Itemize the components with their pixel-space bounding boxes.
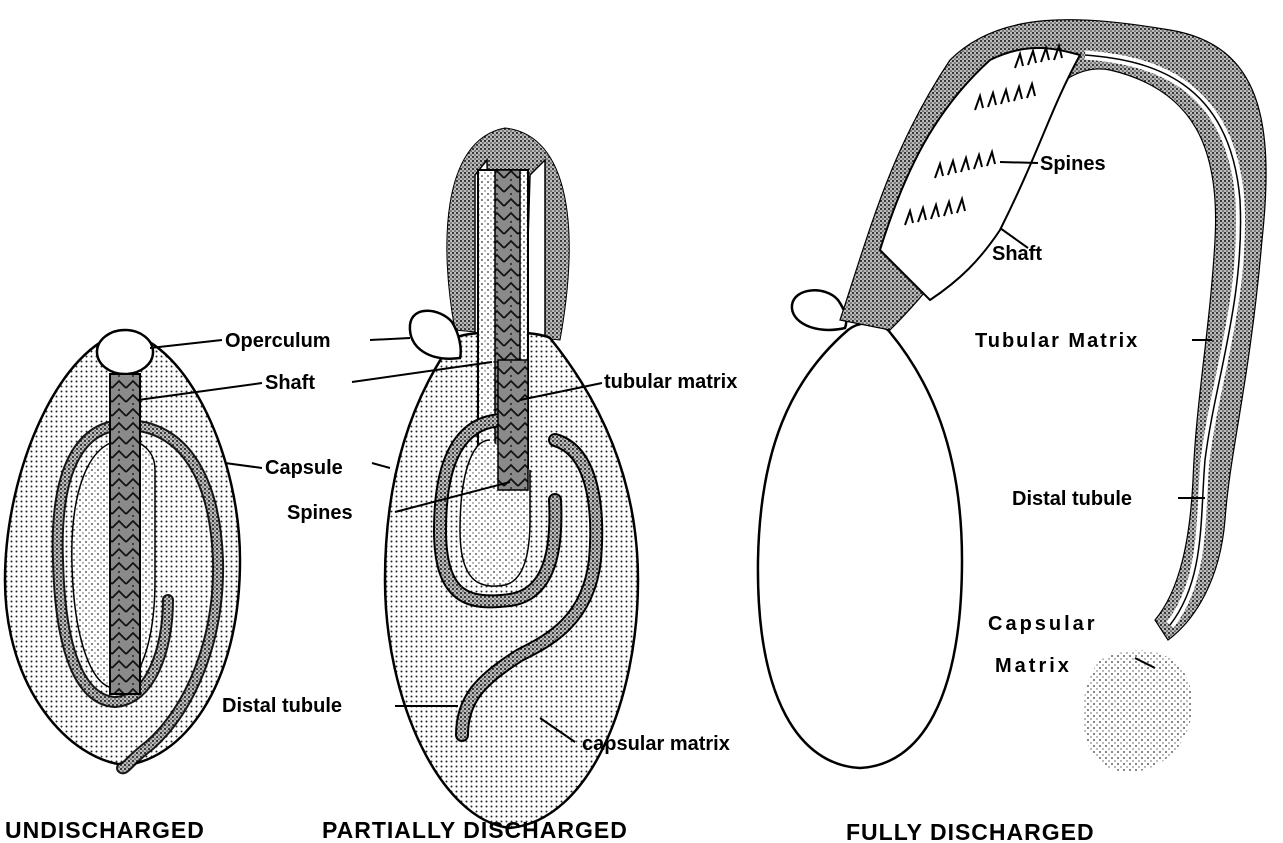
label-distal-tubule: Distal tubule bbox=[222, 695, 342, 717]
undischarged-capsule bbox=[5, 330, 240, 768]
label-tubular-matrix: tubular matrix bbox=[604, 371, 737, 393]
label-shaft: Shaft bbox=[265, 372, 315, 394]
caption-partially-discharged: PARTIALLY DISCHARGED bbox=[322, 817, 628, 843]
label-fully-distal-tubule: Distal tubule bbox=[1012, 488, 1132, 510]
partially-discharged-capsule bbox=[385, 128, 638, 828]
caption-undischarged: UNDISCHARGED bbox=[5, 817, 205, 843]
undischarged-shaft bbox=[110, 374, 140, 694]
label-capsule: Capsule bbox=[265, 457, 343, 479]
label-operculum: Operculum bbox=[225, 330, 331, 352]
label-fully-spines: Spines bbox=[1040, 153, 1106, 175]
label-fully-matrix: Matrix bbox=[995, 655, 1072, 677]
operculum bbox=[97, 330, 153, 374]
label-fully-tubular-matrix: Tubular Matrix bbox=[975, 330, 1139, 352]
capsular-matrix-blob bbox=[1083, 650, 1192, 772]
label-spines: Spines bbox=[287, 502, 353, 524]
label-fully-shaft: Shaft bbox=[992, 243, 1042, 265]
label-fully-capsular: Capsular bbox=[988, 613, 1098, 635]
label-capsular-matrix: capsular matrix bbox=[582, 733, 730, 755]
caption-fully-discharged: FULLY DISCHARGED bbox=[846, 819, 1095, 843]
